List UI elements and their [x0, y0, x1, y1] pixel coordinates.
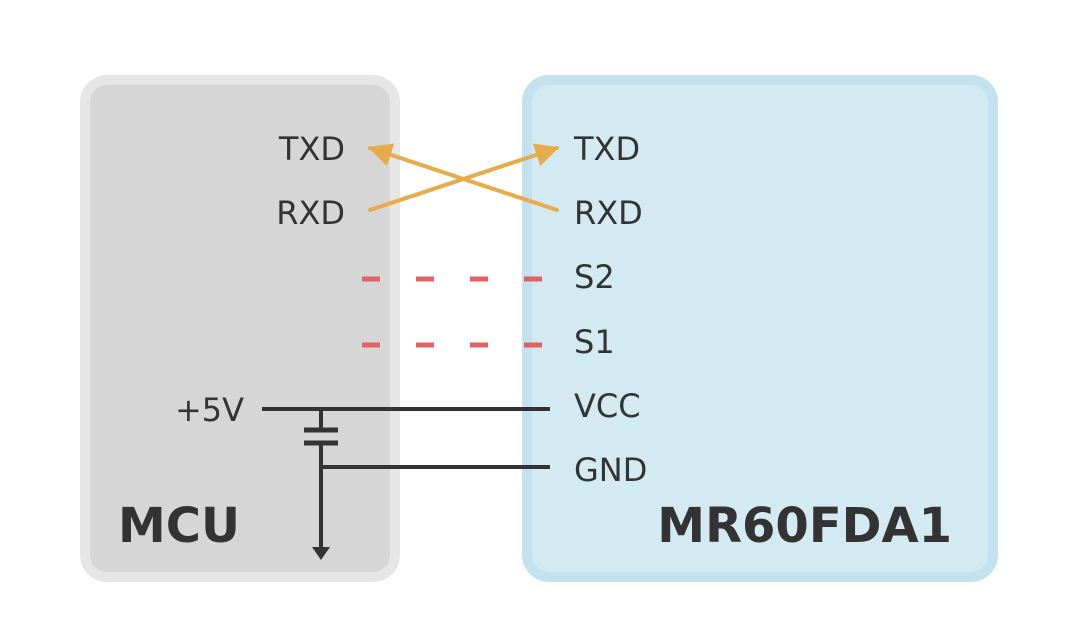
- sensor-pin-s1: S1: [574, 323, 615, 361]
- sensor-pin-gnd: GND: [574, 451, 647, 489]
- mcu-name: MCU: [118, 498, 240, 554]
- sensor-box: [522, 75, 998, 582]
- mcu-pin-power: +5V: [175, 391, 244, 429]
- power-wires: [262, 407, 550, 560]
- ground-arrow-icon: [312, 547, 330, 560]
- mcu-block: MCU TXD RXD +5V: [80, 75, 400, 582]
- mcu-pin-txd: TXD: [278, 130, 345, 168]
- mcu-rxd-to-sensor-txd-wire: [368, 143, 560, 212]
- sensor-pin-s2: S2: [574, 258, 615, 296]
- sensor-block: MR60FDA1 TXD RXD S2 S1 VCC GND: [522, 75, 998, 582]
- sensor-pin-vcc: VCC: [574, 387, 641, 425]
- sensor-name: MR60FDA1: [657, 498, 952, 554]
- sensor-pin-rxd: RXD: [574, 194, 643, 232]
- mcu-box: [80, 75, 400, 582]
- uart-wires: [367, 143, 560, 212]
- mcu-pin-rxd: RXD: [276, 194, 345, 232]
- sensor-pin-txd: TXD: [573, 130, 640, 168]
